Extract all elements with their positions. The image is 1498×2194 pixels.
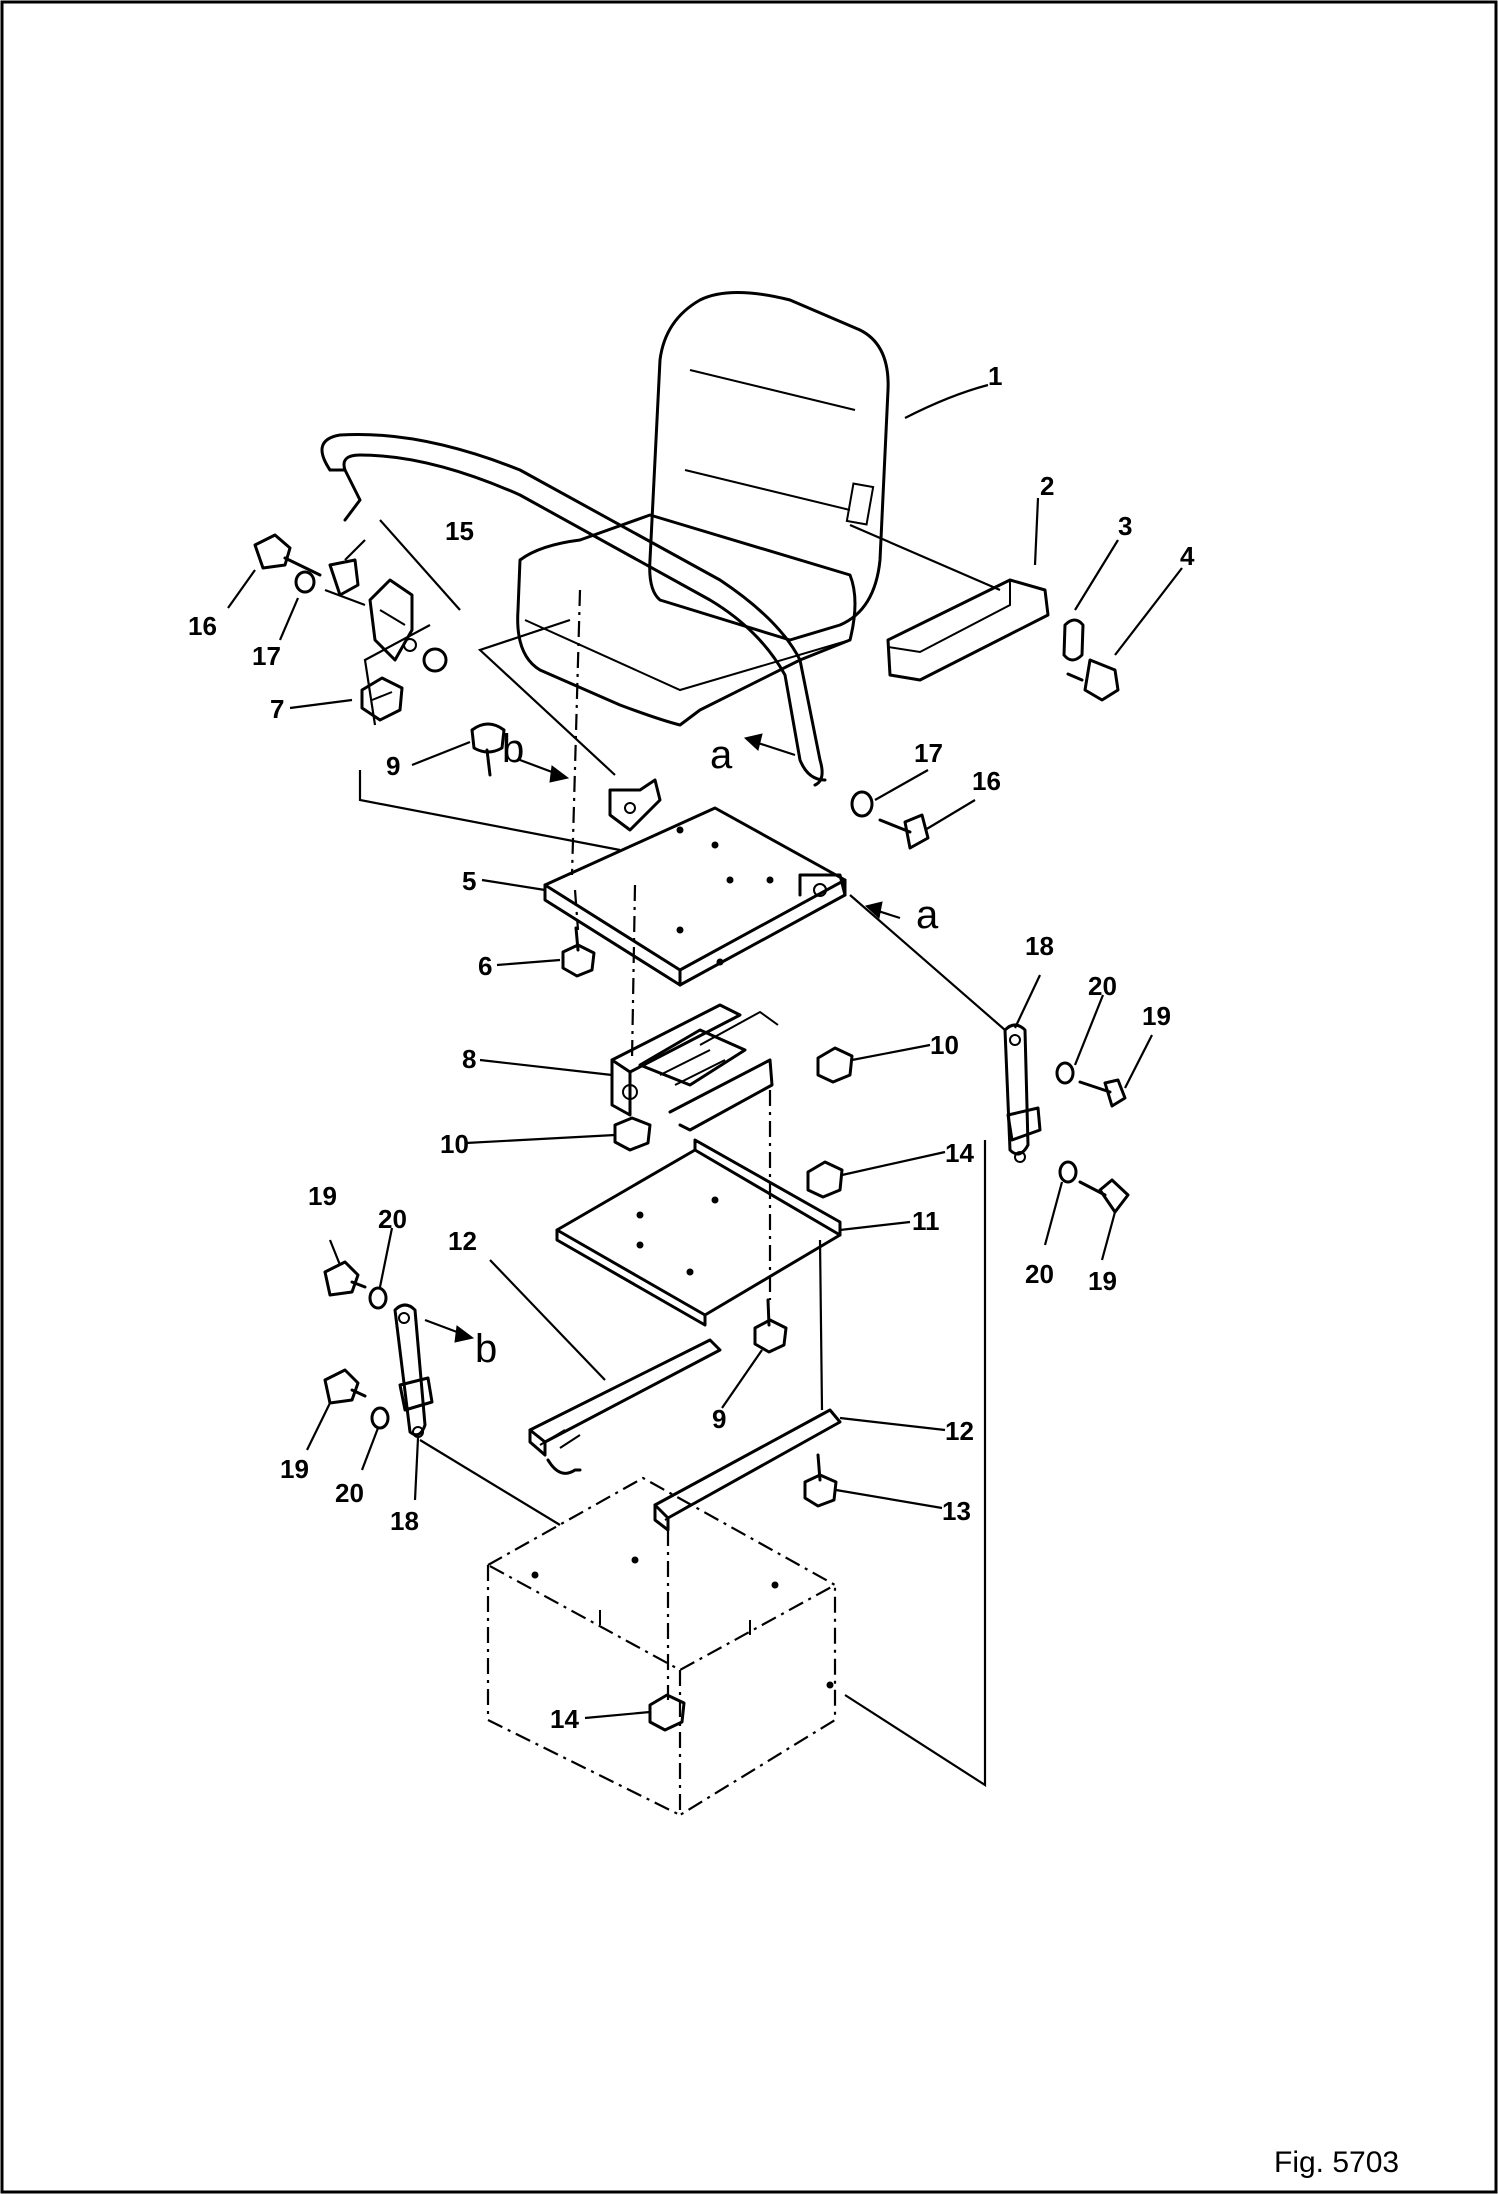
callout-14-lower: 14	[550, 1704, 579, 1734]
callout-15: 15	[445, 516, 474, 546]
view-marker-a-upper: a	[710, 733, 733, 777]
callout-18-left: 18	[390, 1506, 419, 1536]
plate-part-11	[555, 1138, 842, 1327]
washer-part-20-right-bottom	[1058, 1160, 1078, 1184]
belt-anchor-part-18-left	[393, 1303, 434, 1438]
pin-part-3	[1062, 618, 1085, 662]
seat-part-1	[516, 291, 890, 727]
callout-8: 8	[462, 1044, 476, 1074]
seat-base-box	[485, 1476, 838, 1817]
bolt-part-19-left-bottom	[323, 1368, 367, 1405]
callout-12-left: 12	[448, 1226, 477, 1256]
nut-part-14-top	[806, 1160, 844, 1199]
callout-leaders	[227, 383, 1183, 1720]
callout-19-left-bottom: 19	[280, 1454, 309, 1484]
bolt-part-13	[803, 1453, 838, 1508]
nut-part-7	[360, 676, 404, 722]
washer-part-20-right-top	[1055, 1061, 1075, 1085]
callout-17-left: 17	[252, 641, 281, 671]
washer-part-20-left-bottom	[370, 1406, 390, 1430]
callout-16-right: 16	[972, 766, 1001, 796]
callout-10-left: 10	[440, 1129, 469, 1159]
slide-mechanism-part-8	[610, 1003, 779, 1132]
view-letters: a a b b	[475, 727, 939, 1371]
bolt-part-19-right-bottom	[1078, 1178, 1130, 1214]
nut-part-10-left	[613, 1116, 652, 1152]
figure-caption: Fig. 5703	[1274, 2146, 1399, 2179]
bolt-part-6	[561, 926, 596, 978]
belt-anchor-part-18-right	[1003, 1023, 1042, 1163]
seat-belt-part-15	[320, 432, 827, 787]
callout-19-right-bottom: 19	[1088, 1266, 1117, 1296]
bolt-part-9-top	[470, 722, 506, 777]
callout-19-right-top: 19	[1142, 1001, 1171, 1031]
callout-11: 11	[912, 1206, 940, 1236]
washer-part-17-left	[294, 570, 316, 594]
bolt-part-9-lower	[753, 1298, 788, 1354]
bolt-part-16-left	[253, 533, 322, 577]
nut-part-10-right	[816, 1046, 854, 1084]
plate-part-5	[543, 778, 847, 987]
callout-6: 6	[478, 951, 492, 981]
callout-3: 3	[1118, 511, 1132, 541]
view-arrows	[424, 733, 901, 1343]
view-marker-a-lower: a	[916, 893, 939, 937]
rail-part-12-right	[653, 1408, 842, 1532]
bolt-part-19-left-top	[323, 1260, 367, 1297]
callout-7: 7	[270, 694, 284, 724]
callout-20-left-bottom: 20	[335, 1478, 364, 1508]
bolt-part-16-right	[878, 813, 930, 850]
callout-14-top: 14	[945, 1138, 974, 1168]
callout-numbers: 1 2 3 4 5 6 7 8 9 9 10 10 11 12 12 13 14…	[188, 361, 1195, 1734]
view-marker-b-lower: b	[475, 1327, 497, 1371]
callout-12-right: 12	[945, 1416, 974, 1446]
callout-19-left-top: 19	[308, 1181, 337, 1211]
armrest-part-2	[849, 523, 1050, 682]
callout-16-left: 16	[188, 611, 217, 641]
view-marker-b-upper: b	[502, 727, 524, 771]
callout-18-right: 18	[1025, 931, 1054, 961]
washer-part-20-left-top	[368, 1286, 388, 1310]
callout-4: 4	[1180, 541, 1195, 571]
assembly-lines	[358, 589, 1006, 1788]
callout-10-right: 10	[930, 1030, 959, 1060]
callout-20-right-bottom: 20	[1025, 1259, 1054, 1289]
callout-9-top: 9	[386, 751, 400, 781]
callout-17-right: 17	[914, 738, 943, 768]
callout-13: 13	[942, 1496, 971, 1526]
washer-part-17-right	[850, 790, 874, 818]
callout-1: 1	[988, 361, 1002, 391]
bolt-part-19-right-top	[1078, 1078, 1127, 1108]
leader-17	[324, 588, 366, 607]
callout-20-left-top: 20	[378, 1204, 407, 1234]
callout-20-right-top: 20	[1088, 971, 1117, 1001]
callout-2: 2	[1040, 471, 1054, 501]
rail-part-12-left	[528, 1338, 722, 1475]
bolt-part-4	[1066, 658, 1120, 702]
callout-9-lower: 9	[712, 1404, 726, 1434]
callout-5: 5	[462, 866, 476, 896]
